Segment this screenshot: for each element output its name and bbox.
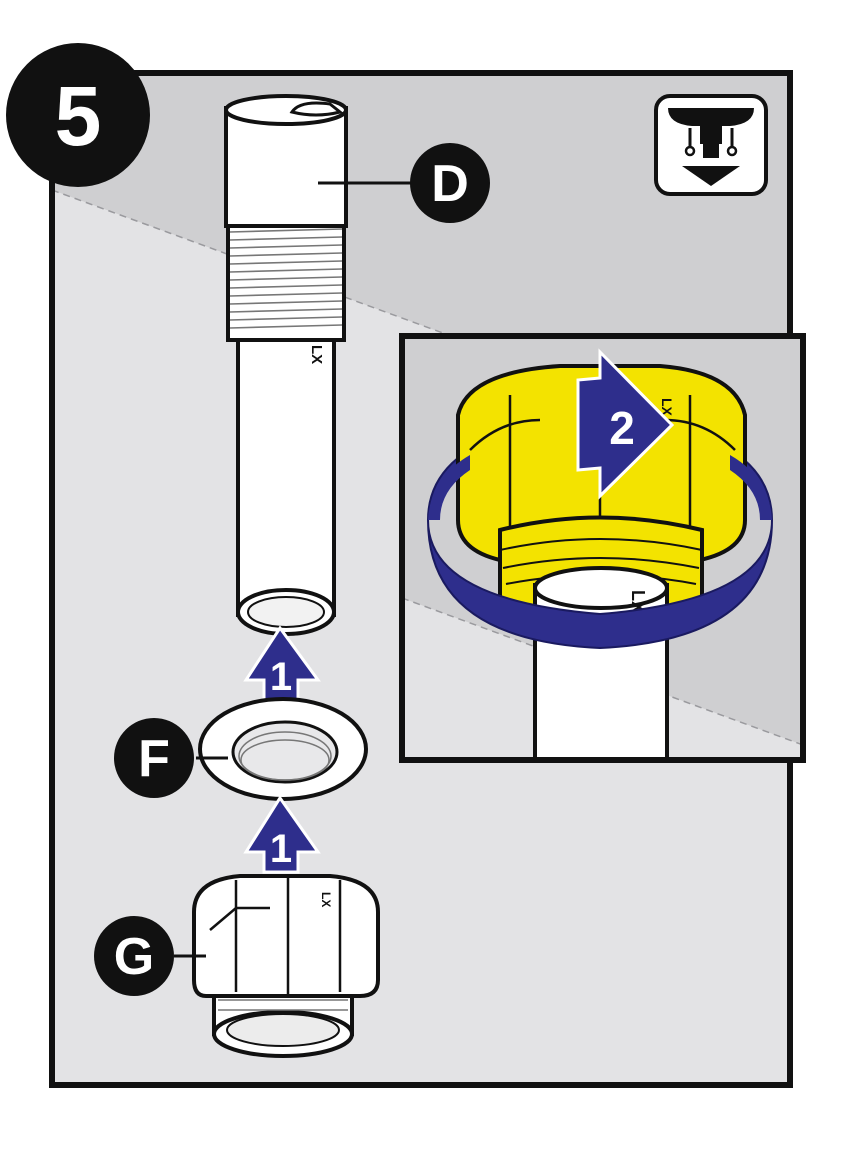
- part-g-slip-nut: LX: [192, 874, 380, 1058]
- rotate-arrow: [576, 348, 675, 500]
- step-number-badge: 5: [6, 43, 150, 187]
- callout-g-label: G: [114, 928, 154, 986]
- detail-nut-mark: LX: [659, 398, 675, 417]
- callout-d: D: [318, 143, 490, 223]
- callout-d-label: D: [431, 155, 469, 213]
- pipe-mark: LX: [308, 345, 325, 364]
- insert-arrow-lower: 1: [243, 795, 321, 874]
- callout-f-label: F: [138, 730, 170, 788]
- part-f-washer: [198, 697, 368, 801]
- step-number: 5: [55, 69, 102, 163]
- callout-f: F: [114, 718, 228, 798]
- part-d-tailpiece: LX: [224, 94, 348, 636]
- under-sink-install-icon: [654, 94, 768, 196]
- nut-mark: LX: [319, 892, 333, 907]
- detail-pipe-mark: LX: [628, 590, 648, 613]
- insert-arrow-lower-label: 1: [270, 827, 292, 871]
- callout-g: G: [94, 916, 206, 996]
- insert-arrow-upper: 1: [243, 625, 321, 702]
- insert-arrow-upper-label: 1: [270, 655, 292, 699]
- rotate-arrow-label: 2: [609, 402, 635, 454]
- detail-panel: LX LX 2: [399, 333, 806, 763]
